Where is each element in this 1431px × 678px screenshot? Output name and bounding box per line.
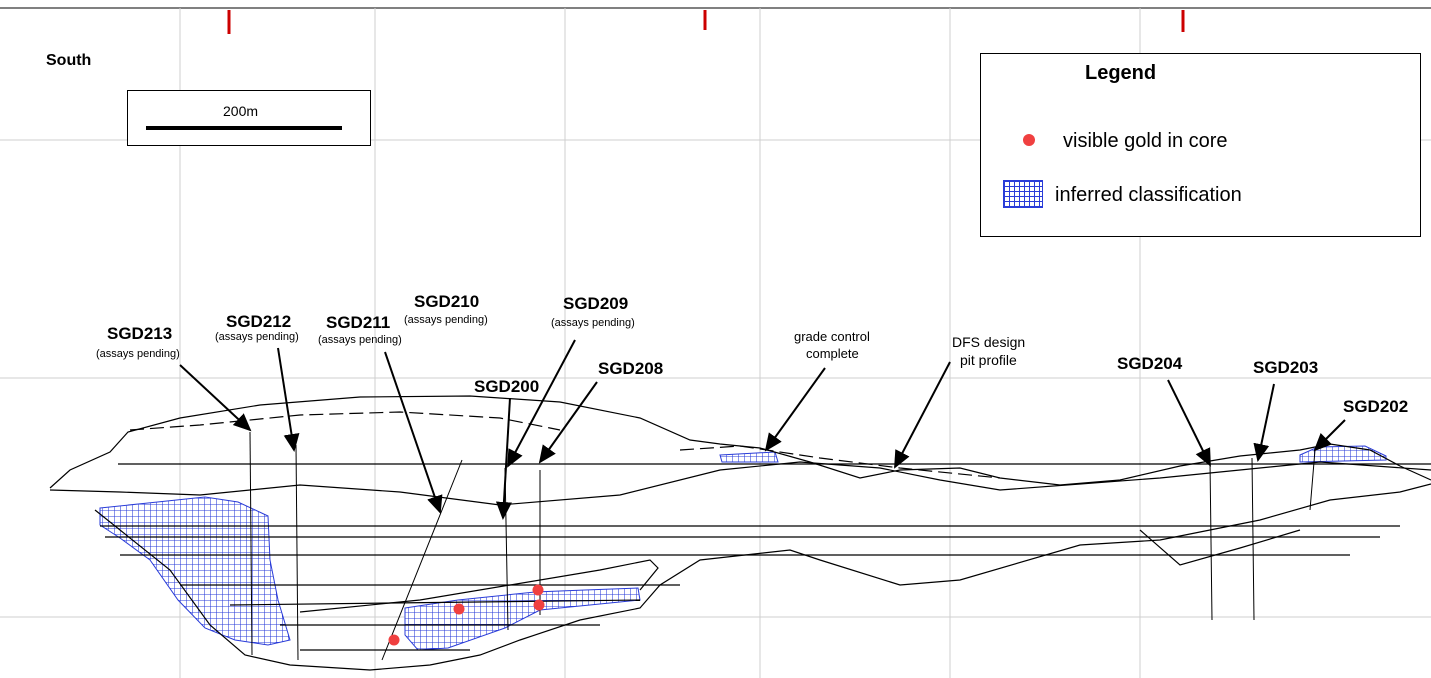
arrow-sgd203 <box>1253 383 1275 462</box>
arrow-grade-control <box>764 367 826 452</box>
annotation-grade-control-1: grade control <box>794 329 870 344</box>
arrow-sgd212 <box>277 347 300 452</box>
hole-label-sgd211: SGD211 <box>326 313 391 332</box>
hole-label-sgd208: SGD208 <box>598 359 664 378</box>
drill-trace <box>504 467 509 631</box>
dash-line <box>679 445 1001 479</box>
red-dot-icon <box>1023 134 1035 146</box>
arrow-sgd204 <box>1167 379 1211 467</box>
annotation-grade-control-2: complete <box>806 346 859 361</box>
arrow-sgd211 <box>384 351 443 514</box>
inferred-block-central <box>404 587 641 651</box>
hole-note-sgd210: (assays pending) <box>404 314 488 326</box>
inferred-block-east <box>1299 445 1387 463</box>
scale-bar-label: 200m <box>223 103 259 119</box>
inferred-block-west <box>99 496 291 646</box>
gold-points <box>388 584 545 646</box>
annotation-dfs-2: pit profile <box>960 352 1017 368</box>
pit-profile-outer <box>49 395 1431 489</box>
gold-point <box>533 599 545 611</box>
legend-box: Legend visible gold in core inferred cla… <box>980 53 1421 237</box>
gold-point <box>532 584 544 596</box>
hole-note-sgd209: (assays pending) <box>551 317 635 329</box>
arrow-sgd213 <box>179 364 252 432</box>
hole-label-sgd209: SGD209 <box>563 294 629 313</box>
coord-ticks <box>227 10 1185 34</box>
hole-note-sgd213: (assays pending) <box>96 348 180 360</box>
hole-label-sgd212: SGD212 <box>226 312 292 331</box>
gold-point <box>453 603 465 615</box>
hole-label-sgd210: SGD210 <box>414 292 480 311</box>
gold-point <box>388 634 400 646</box>
drill-trace <box>1309 449 1316 511</box>
legend-title: Legend <box>1085 62 1157 84</box>
hole-note-sgd211: (assays pending) <box>318 334 402 346</box>
inferred-block-gc <box>719 451 779 463</box>
hole-label-sgd202: SGD202 <box>1343 397 1409 416</box>
legend-item-gold: visible gold in core <box>1063 130 1228 152</box>
annotation-dfs-1: DFS design <box>952 334 1026 350</box>
direction-label: South <box>46 52 92 69</box>
hole-label-sgd204: SGD204 <box>1117 354 1183 373</box>
hole-note-sgd212: (assays pending) <box>215 331 299 343</box>
arrow-sgd208 <box>538 381 598 464</box>
legend-item-inferred: inferred classification <box>1055 184 1242 206</box>
hole-label-sgd203: SGD203 <box>1253 358 1319 377</box>
inferred-blocks <box>99 445 1387 651</box>
drill-trace <box>249 431 253 656</box>
arrow-sgd200 <box>495 397 512 520</box>
pointer-arrows <box>179 339 1346 520</box>
scale-bar-line <box>146 126 342 130</box>
drill-trace <box>1209 461 1213 621</box>
dash-line <box>129 411 561 431</box>
scale-bar: 200m <box>127 90 371 146</box>
drill-trace <box>295 444 299 661</box>
blue-grid-icon <box>1003 180 1043 208</box>
arrow-sgd209 <box>507 339 576 468</box>
pit-profile-lower <box>49 461 1431 506</box>
level-line <box>229 599 641 606</box>
section-outline <box>94 483 1431 671</box>
drill-traces <box>249 431 1316 661</box>
hole-label-sgd213: SGD213 <box>107 324 173 343</box>
arrow-sgd202 <box>1313 419 1346 452</box>
section-lines <box>49 395 1431 671</box>
ore-outline <box>1139 529 1301 566</box>
drill-trace <box>1251 457 1255 621</box>
drill-trace <box>381 459 463 661</box>
ore-outline <box>299 559 659 613</box>
arrow-dfs <box>894 361 951 469</box>
hole-label-sgd200: SGD200 <box>474 377 540 396</box>
